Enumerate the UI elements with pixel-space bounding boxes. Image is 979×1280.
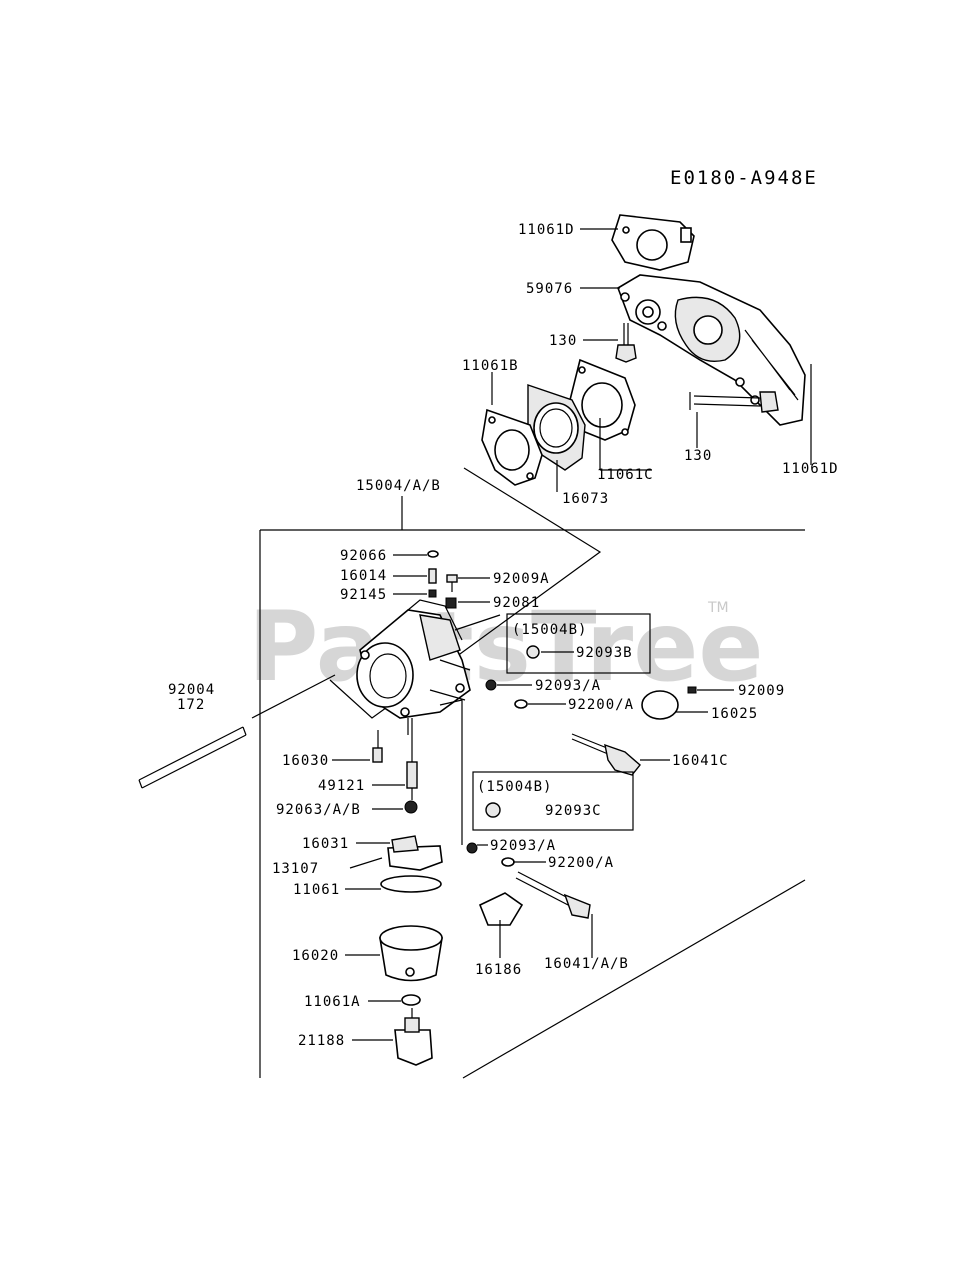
label-92009: 92009: [738, 683, 785, 699]
gasket-11061B: [481, 408, 543, 486]
label-box1-title: (15004B): [512, 622, 587, 638]
label-21188: 21188: [298, 1033, 345, 1049]
label-11061C: 11061C: [597, 467, 654, 483]
gasket-11061A: [401, 994, 421, 1006]
label-92093B: 92093B: [576, 645, 633, 661]
label-130-b: 130: [684, 448, 712, 464]
label-16030: 16030: [282, 753, 329, 769]
label-15004AB: 15004/A/B: [356, 478, 441, 494]
manifold-gasket-top: [611, 214, 695, 271]
choke-valve-16186: [478, 892, 524, 926]
needle-49121: [406, 761, 418, 789]
label-11061D-right: 11061D: [782, 461, 839, 477]
spring-92081: [445, 597, 457, 609]
variant-box-1: [506, 613, 651, 674]
bolt-130-a: [615, 323, 637, 363]
label-13107: 13107: [272, 861, 319, 877]
label-16041AB: 16041/A/B: [544, 956, 629, 972]
label-92200A-upper: 92200/A: [568, 697, 634, 713]
label-16014: 16014: [340, 568, 387, 584]
assembly-line-gasket: [329, 467, 602, 719]
label-11061: 11061: [293, 882, 340, 898]
variant-box-2: [472, 771, 634, 831]
label-92093A-lower: 92093/A: [490, 838, 556, 854]
label-49121: 49121: [318, 778, 365, 794]
screw-92063: [404, 800, 418, 814]
label-16025: 16025: [711, 706, 758, 722]
label-16186: 16186: [475, 962, 522, 978]
leader-lines: [332, 228, 812, 1041]
screw-92009: [687, 686, 697, 694]
label-92009A: 92009A: [493, 571, 550, 587]
stud-92004-172: [138, 726, 247, 789]
label-92066: 92066: [340, 548, 387, 564]
label-11061A: 11061A: [304, 994, 361, 1010]
bolt-130-b: [689, 391, 779, 413]
label-16073: 16073: [562, 491, 609, 507]
label-172: 172: [177, 697, 205, 713]
label-92200A-lower: 92200/A: [548, 855, 614, 871]
spacer-16073: [527, 384, 586, 471]
label-92004: 92004: [168, 682, 215, 698]
choke-shaft-16041: [515, 871, 591, 919]
float-16031: [387, 835, 443, 871]
label-92093A-upper: 92093/A: [535, 678, 601, 694]
seal-92093A-upper: [485, 679, 497, 691]
watermark-trademark: TM: [707, 600, 729, 616]
throttle-shaft-16041C: [571, 733, 641, 776]
jet-16014: [428, 568, 437, 584]
pin-13107: [349, 857, 383, 869]
label-92063AB: 92063/A/B: [276, 802, 361, 818]
leader-carb-92081: [454, 614, 501, 631]
label-130-a: 130: [549, 333, 577, 349]
part-labels: 11061D 59076 130 11061B 130 11061D 11061…: [168, 222, 839, 1049]
washer-92200A-upper: [514, 699, 528, 709]
gasket-11061C: [569, 358, 636, 441]
seal-92093A-lower: [466, 842, 478, 854]
jet-92145: [428, 589, 437, 598]
label-box2-title: (15004B): [477, 779, 552, 795]
solenoid-21188: [394, 1008, 433, 1066]
carburetor-body: [356, 599, 471, 719]
label-11061B: 11061B: [462, 358, 519, 374]
label-59076: 59076: [526, 281, 573, 297]
diagram-code: E0180-A948E: [670, 167, 818, 189]
label-11061D-top: 11061D: [518, 222, 575, 238]
label-16041C: 16041C: [672, 753, 729, 769]
leader-stud-to-carb: [251, 674, 336, 719]
label-92093C: 92093C: [545, 803, 602, 819]
intake-manifold: [617, 274, 806, 426]
washer-92200A-lower: [501, 857, 515, 867]
label-92081: 92081: [493, 595, 540, 611]
label-16031: 16031: [302, 836, 349, 852]
oring-92066: [427, 550, 439, 558]
throttle-valve-16025: [641, 690, 679, 720]
leader-choke-a: [439, 699, 463, 706]
label-92145: 92145: [340, 587, 387, 603]
float-bowl-16020: [379, 925, 443, 982]
gasket-11061: [380, 875, 442, 893]
label-16020: 16020: [292, 948, 339, 964]
group-line-lower: [462, 879, 806, 1079]
pin-16030: [372, 747, 383, 763]
screw-92009A: [446, 574, 458, 592]
